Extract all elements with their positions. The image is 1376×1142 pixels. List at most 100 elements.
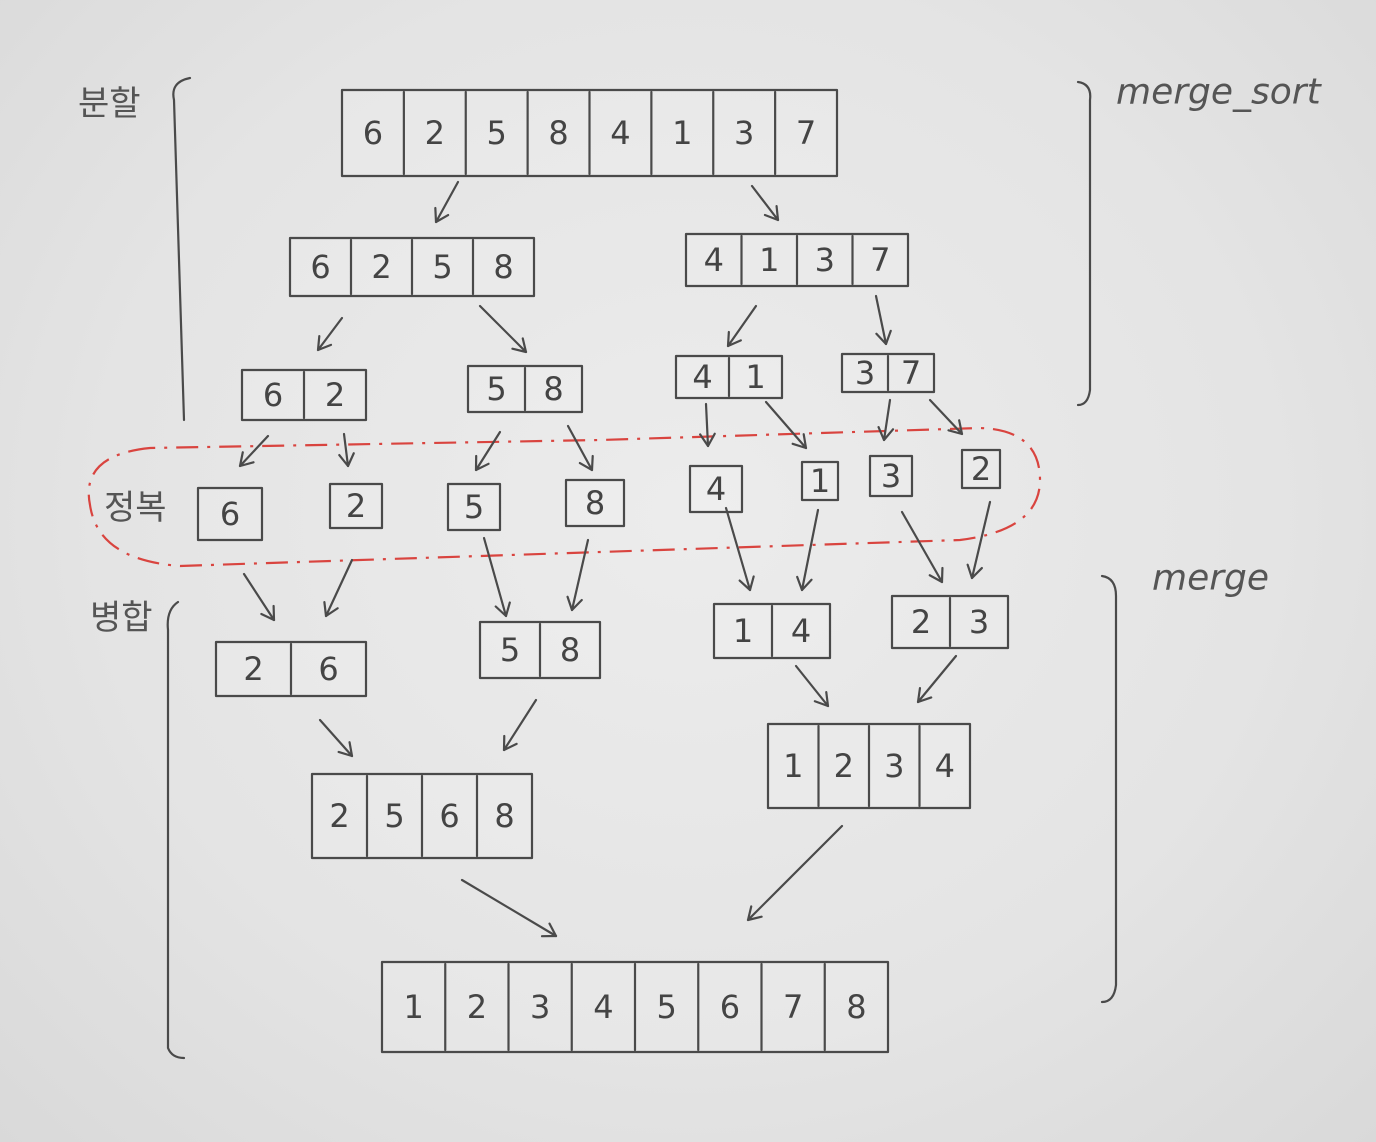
arrow: [746, 824, 844, 922]
arrow: [323, 558, 354, 618]
cell-value: 2: [834, 747, 854, 785]
arrow-shaft: [726, 304, 758, 348]
arrow: [316, 316, 344, 352]
cell-value: 6: [720, 988, 740, 1026]
arrow: [794, 664, 830, 708]
merge-bracket: [1100, 574, 1118, 1004]
cell-value: 4: [791, 612, 811, 650]
arrow-head: [337, 741, 354, 758]
arrow: [874, 294, 892, 346]
arrow: [460, 878, 558, 938]
cell-value: 8: [585, 484, 605, 522]
arrow: [482, 536, 511, 618]
cell-value: 6: [263, 376, 283, 414]
arrow-head: [566, 595, 583, 612]
arrow-shaft: [478, 304, 528, 354]
arrow: [726, 304, 758, 348]
arrow-head: [726, 330, 742, 348]
arrow: [566, 424, 594, 472]
merge-label: merge: [1152, 558, 1269, 599]
cell-value: 2: [346, 487, 366, 525]
single-5: 1: [800, 460, 840, 502]
cell-value: 6: [363, 114, 383, 152]
arrow-head: [763, 204, 780, 222]
cell-value: 5: [384, 797, 404, 835]
arrow-shaft: [874, 294, 888, 346]
cell-value: 7: [901, 354, 921, 392]
arrow: [434, 180, 460, 224]
single-2-outline: [446, 482, 502, 532]
cell-value: 3: [884, 747, 904, 785]
arrow-head: [323, 600, 339, 618]
cell-value: 3: [881, 457, 901, 495]
arrow-shaft: [460, 878, 558, 938]
arrow-shaft: [900, 510, 944, 584]
cell-value: 2: [467, 988, 487, 1026]
arrow-head: [578, 454, 594, 472]
arrow: [566, 538, 590, 612]
cell-value: 3: [734, 114, 754, 152]
cell-value: 4: [704, 241, 724, 279]
single-2: 5: [446, 482, 502, 532]
arrow-shaft: [746, 824, 844, 922]
arrow-shaft: [238, 434, 270, 468]
arrow: [699, 402, 716, 448]
cell-value: 5: [464, 488, 484, 526]
arrow-head: [540, 922, 558, 938]
arrow-head: [916, 687, 933, 704]
cell-value: 3: [969, 603, 989, 641]
arrow-shaft: [434, 180, 460, 224]
arrow: [338, 432, 355, 468]
arrow-head: [434, 206, 450, 224]
single-3: 8: [564, 478, 626, 528]
cell-value: 5: [432, 248, 452, 286]
cell-value: 2: [371, 248, 391, 286]
single-7: 2: [960, 448, 1002, 490]
arrow-shaft: [474, 430, 502, 472]
conquer-region-outline: [87, 426, 1042, 568]
cell-value: 2: [425, 114, 445, 152]
arrow-shaft: [704, 402, 710, 448]
arrow: [900, 510, 944, 584]
single-0-outline: [196, 486, 264, 542]
arrow: [478, 304, 528, 354]
divide-label: 분할: [78, 84, 141, 124]
cell-value: 1: [672, 114, 692, 152]
arrow-head: [338, 452, 355, 468]
cell-value: 7: [796, 114, 816, 152]
cell-value: 2: [329, 797, 349, 835]
arrow-shaft: [482, 536, 508, 618]
arrow-head: [699, 432, 716, 448]
arrow: [916, 654, 958, 704]
cell-value: 5: [486, 370, 506, 408]
arrow: [877, 398, 895, 442]
arrow-shaft: [502, 698, 538, 752]
single-7-outline: [960, 448, 1002, 490]
divide-bracket: [172, 76, 192, 422]
arrow: [750, 184, 780, 222]
arrow-head: [813, 691, 830, 708]
arrow-head: [511, 337, 528, 354]
arrow-shaft: [928, 398, 964, 436]
cell-value: 3: [530, 988, 550, 1026]
cell-value: 4: [706, 470, 726, 508]
arrow-head: [947, 419, 964, 436]
arrow-shaft: [316, 316, 344, 352]
arrow-shaft: [242, 572, 276, 622]
cell-value: 6: [318, 650, 338, 688]
cell-value: 4: [935, 747, 955, 785]
cell-value: 3: [815, 241, 835, 279]
cell-value: 7: [870, 241, 890, 279]
arrow: [796, 508, 820, 592]
single-4: 4: [688, 464, 744, 514]
arrow-shaft: [800, 508, 820, 592]
